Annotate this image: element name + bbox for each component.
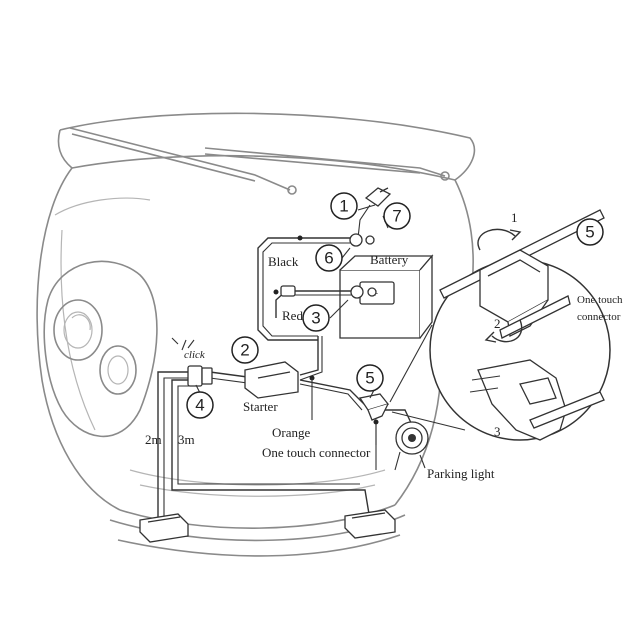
click-starburst (171, 337, 195, 351)
windshield-wipers (69, 127, 450, 195)
click-label: click (184, 349, 206, 361)
step-3-number: 3 (311, 309, 320, 328)
left-sensor (139, 513, 189, 543)
one-touch-connector-inset (429, 209, 611, 441)
step-3-marker: 3 (302, 304, 330, 332)
step-4-number: 4 (195, 396, 204, 415)
starter-unit (244, 361, 299, 399)
click-connector (187, 365, 213, 387)
inset-step-5-marker: 5 (576, 218, 604, 246)
ground-clamp (364, 187, 392, 207)
step-5-number: 5 (365, 369, 374, 388)
parking-light-label: Parking light (427, 466, 495, 481)
step-6-marker: 6 (315, 244, 343, 272)
battery-terminal-black (349, 233, 375, 247)
step-2-marker: 2 (231, 336, 259, 364)
right-sensor (344, 509, 396, 539)
step-5-marker: 5 (356, 364, 384, 392)
starter-label: Starter (243, 399, 278, 414)
step-6-number: 6 (324, 249, 333, 268)
red-wire-label: Red (282, 308, 303, 323)
inset-step-1-label: 1 (511, 210, 518, 225)
orange-wire-label: Orange (272, 425, 310, 440)
one-touch-connector-label: One touch connector (262, 445, 371, 460)
red-wire-fuse (273, 285, 296, 297)
parking-light (394, 421, 429, 471)
step-1-number: 1 (339, 197, 348, 216)
step-2-number: 2 (240, 341, 249, 360)
inset-one-touch-label-line1: One touch (577, 294, 623, 306)
length-2m-label: 2m (145, 432, 162, 447)
inset-step-2-label: 2 (494, 316, 501, 331)
black-wire-node (297, 235, 303, 241)
black-wire-label: Black (268, 254, 299, 269)
one-touch-node (373, 419, 379, 425)
step-1-marker: 1 (330, 192, 358, 220)
inset-callout-lines (389, 324, 466, 431)
car-body-outline (36, 112, 476, 557)
step-7-marker: 7 (383, 202, 411, 230)
inset-one-touch-label-line2: connector (577, 311, 621, 323)
battery-terminal-red (350, 285, 377, 299)
left-headlight (43, 260, 158, 438)
inset-step-3-label: 3 (494, 424, 501, 439)
one-touch-connector-main (358, 393, 390, 421)
battery-label: Battery (370, 252, 409, 267)
length-3m-label: 3m (178, 432, 195, 447)
inset-step-5-number: 5 (585, 223, 594, 242)
step-7-number: 7 (392, 207, 401, 226)
step-4-marker: 4 (186, 391, 214, 419)
